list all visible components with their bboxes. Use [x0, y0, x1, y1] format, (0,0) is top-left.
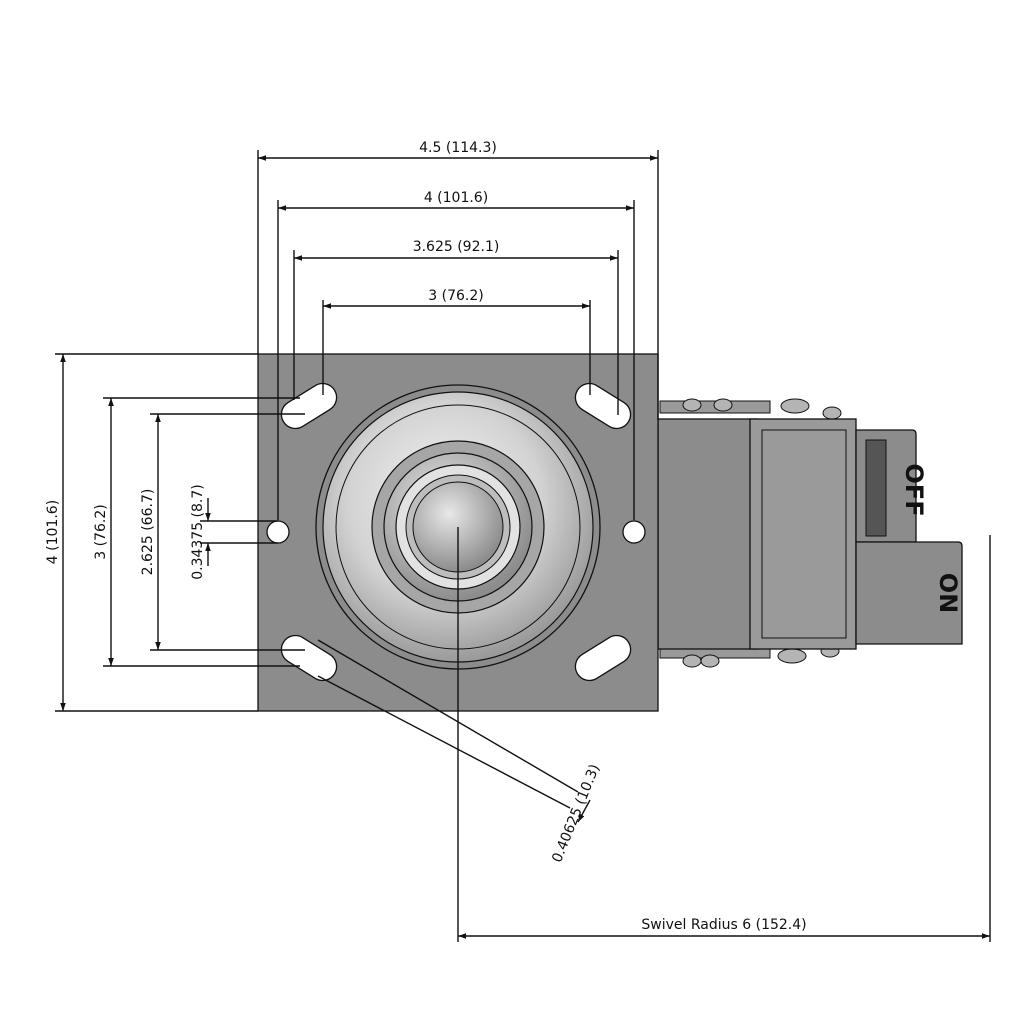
brake-pedal-on: [855, 541, 963, 645]
fork-body: [657, 418, 759, 650]
mounting-slot-bottom-right: [574, 634, 632, 682]
rivet-bottom-2: [700, 654, 720, 668]
brake-assembly: OFF ON: [657, 398, 963, 668]
rivet-bottom-1: [682, 654, 702, 668]
brake-on-label: ON: [934, 573, 962, 614]
dim-overall-height: 4 (101.6): [45, 500, 61, 564]
mounting-hole-left: [266, 520, 290, 544]
brake-frame: [749, 418, 857, 650]
rivet-top-4: [822, 406, 842, 420]
rivet-top-3: [780, 398, 810, 414]
rivet-bottom-3: [777, 648, 807, 664]
dim-hole-mid-width: 3.625 (92.1): [413, 239, 500, 255]
dim-slot-width: 0.40625 (10.3): [549, 762, 603, 865]
dim-hole-inner-height: 2.625 (66.7): [140, 489, 156, 576]
dim-round-hole-dia: 0.34375 (8.7): [190, 484, 206, 580]
dimension-lines: [55, 150, 991, 942]
rivet-top-2: [713, 398, 733, 412]
mounting-slot-bottom-left: [280, 634, 338, 682]
rivet-top-1: [682, 398, 702, 412]
dim-hole-inner-width: 3 (76.2): [428, 288, 483, 304]
mounting-slot-top-right: [574, 382, 632, 430]
brake-off-label: OFF: [900, 463, 928, 516]
dim-swivel-radius: Swivel Radius 6 (152.4): [641, 917, 806, 933]
mounting-hole-right: [622, 520, 646, 544]
dim-line-slot-width: [577, 799, 591, 823]
dim-hole-outer-height: 3 (76.2): [93, 504, 109, 559]
dim-hole-outer-width: 4 (101.6): [424, 190, 488, 206]
dim-overall-width: 4.5 (114.3): [419, 140, 497, 156]
